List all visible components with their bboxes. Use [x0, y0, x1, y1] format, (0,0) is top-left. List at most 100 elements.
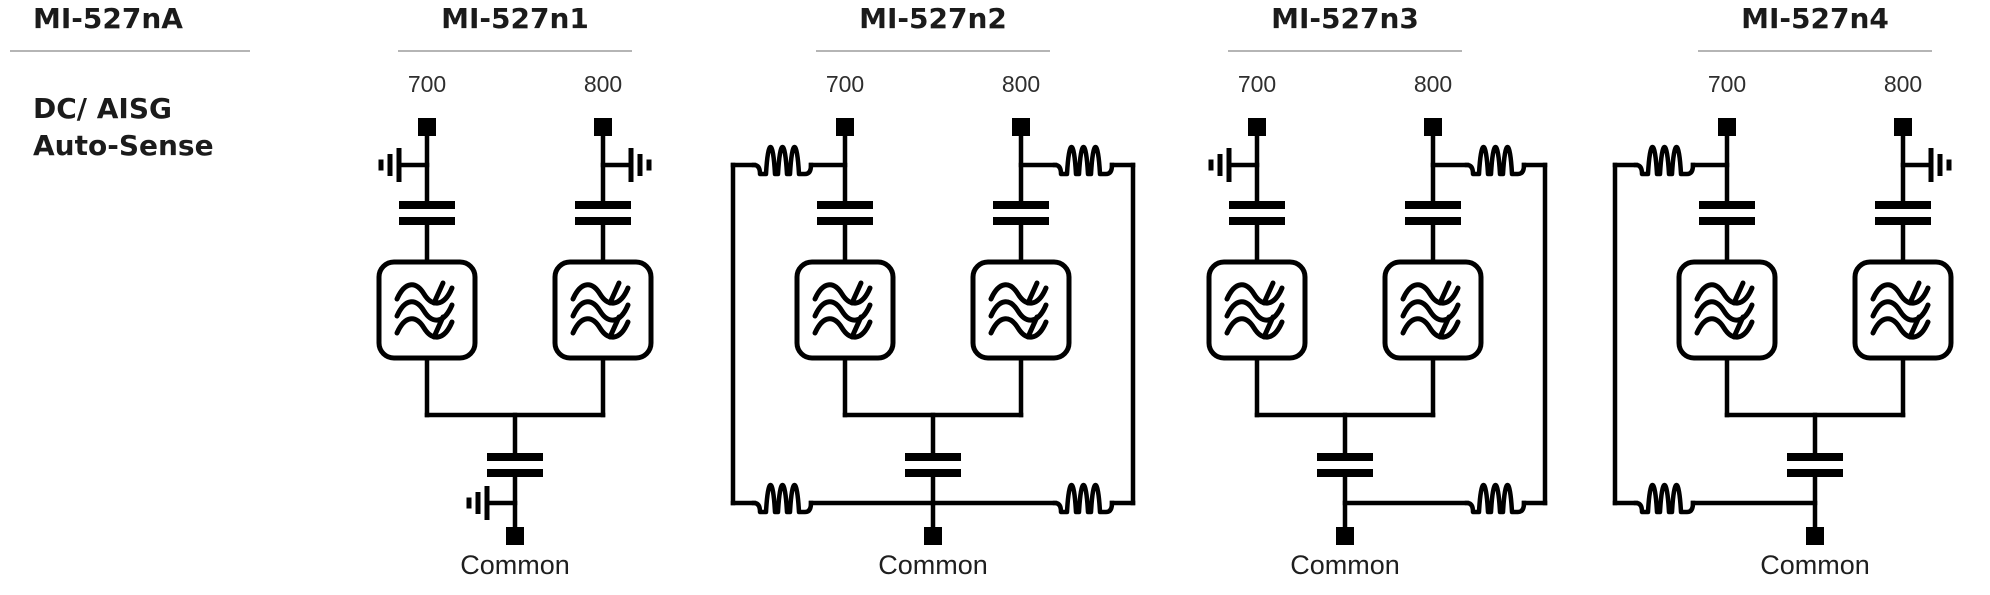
dc-bypass-path	[730, 145, 936, 515]
filter-box	[1206, 259, 1308, 361]
port-label: 800	[584, 71, 622, 97]
filter-wave-tick	[1731, 280, 1746, 306]
coupling-capacitor	[575, 201, 631, 225]
capacitor-plate	[399, 201, 455, 209]
choke-inductor	[751, 483, 814, 515]
filter-wave	[988, 316, 1049, 340]
choke-inductor	[1633, 145, 1696, 177]
dc-bypass-path	[1612, 145, 1818, 515]
filter-box	[1852, 259, 1954, 361]
ground-symbol	[600, 148, 652, 182]
filter-wave-tick	[1907, 280, 1922, 306]
common-label: Common	[1290, 550, 1400, 580]
coupling-capacitor	[817, 201, 873, 225]
port-label: 800	[1884, 71, 1922, 97]
coupling-capacitor	[1875, 201, 1931, 225]
common-terminal	[1806, 527, 1824, 545]
coupling-capacitor	[1699, 201, 1755, 225]
capacitor-plate	[817, 217, 873, 225]
filter-wave-tick	[1025, 280, 1040, 306]
choke-inductor	[1052, 483, 1115, 515]
filter-wave-tick	[607, 314, 622, 340]
bandpass-filter	[970, 259, 1072, 361]
filter-wave	[1224, 282, 1285, 306]
common-capacitor	[1317, 453, 1373, 477]
common-terminal	[924, 527, 942, 545]
filter-wave	[1400, 316, 1461, 340]
row-label-line1: DC/ AISG	[33, 92, 173, 125]
capacitor-plate	[993, 201, 1049, 209]
capacitor-plate	[575, 201, 631, 209]
bandpass-filter	[552, 259, 654, 361]
capacitor-plate	[1787, 453, 1843, 461]
bandpass-filter	[376, 259, 478, 361]
filter-wave	[570, 316, 631, 340]
common-terminal	[506, 527, 524, 545]
coupling-capacitor	[993, 201, 1049, 225]
ground-symbol	[1900, 148, 1952, 182]
capacitor-plate	[1405, 201, 1461, 209]
filter-wave	[1870, 316, 1931, 340]
filter-wave	[1870, 282, 1931, 306]
bandpass-filter	[1676, 259, 1778, 361]
port-label: 700	[1708, 71, 1746, 97]
filter-wave-tick	[1261, 280, 1276, 306]
common-capacitor	[487, 453, 543, 477]
header-divider	[10, 50, 250, 52]
capacitor-plate	[1317, 469, 1373, 477]
filter-wave	[394, 316, 455, 340]
row-label-dc-aisg-auto-sense: DC/ AISG Auto-Sense	[33, 90, 214, 164]
filter-box	[970, 259, 1072, 361]
title-divider	[816, 50, 1050, 52]
filter-wave	[988, 282, 1049, 306]
header-column: MI-527nA DC/ AISG Auto-Sense	[0, 0, 270, 595]
bandpass-filter	[1206, 259, 1308, 361]
ground-symbol	[466, 486, 518, 520]
filter-wave-tick	[431, 314, 446, 340]
choke-inductor	[1633, 483, 1696, 515]
capacitor-plate	[1229, 201, 1285, 209]
coupling-capacitor	[1405, 201, 1461, 225]
common-label: Common	[460, 550, 570, 580]
coupling-capacitor	[399, 201, 455, 225]
port-label: 700	[826, 71, 864, 97]
dc-bypass-path	[1342, 145, 1548, 515]
port-label: 700	[1238, 71, 1276, 97]
capacitor-plate	[1699, 217, 1755, 225]
bandpass-filter	[1382, 259, 1484, 361]
filter-wave	[1694, 316, 1755, 340]
dc-bypass-path	[930, 145, 1136, 515]
series-title: MI-527nA	[33, 2, 183, 35]
title-divider	[398, 50, 632, 52]
coupling-capacitor	[1229, 201, 1285, 225]
choke-inductor	[1464, 145, 1527, 177]
title-divider	[1228, 50, 1462, 52]
title-divider	[1698, 50, 1932, 52]
capacitor-plate	[1699, 201, 1755, 209]
filter-wave-tick	[849, 314, 864, 340]
capacitor-plate	[1875, 217, 1931, 225]
circuit-title: MI-527n2	[859, 2, 1007, 35]
filter-wave	[1224, 316, 1285, 340]
filter-wave-tick	[607, 280, 622, 306]
circuit-title: MI-527n3	[1271, 2, 1419, 35]
bandpass-filter	[1852, 259, 1954, 361]
row-label-line2: Auto-Sense	[33, 129, 214, 162]
filter-wave	[1400, 282, 1461, 306]
filter-wave-tick	[849, 280, 864, 306]
choke-inductor	[1464, 483, 1527, 515]
filter-wave-tick	[1437, 314, 1452, 340]
capacitor-plate	[487, 469, 543, 477]
capacitor-plate	[905, 469, 961, 477]
ground-symbol	[378, 148, 430, 182]
filter-wave-tick	[1437, 280, 1452, 306]
filter-wave-tick	[1907, 314, 1922, 340]
capacitor-plate	[487, 453, 543, 461]
